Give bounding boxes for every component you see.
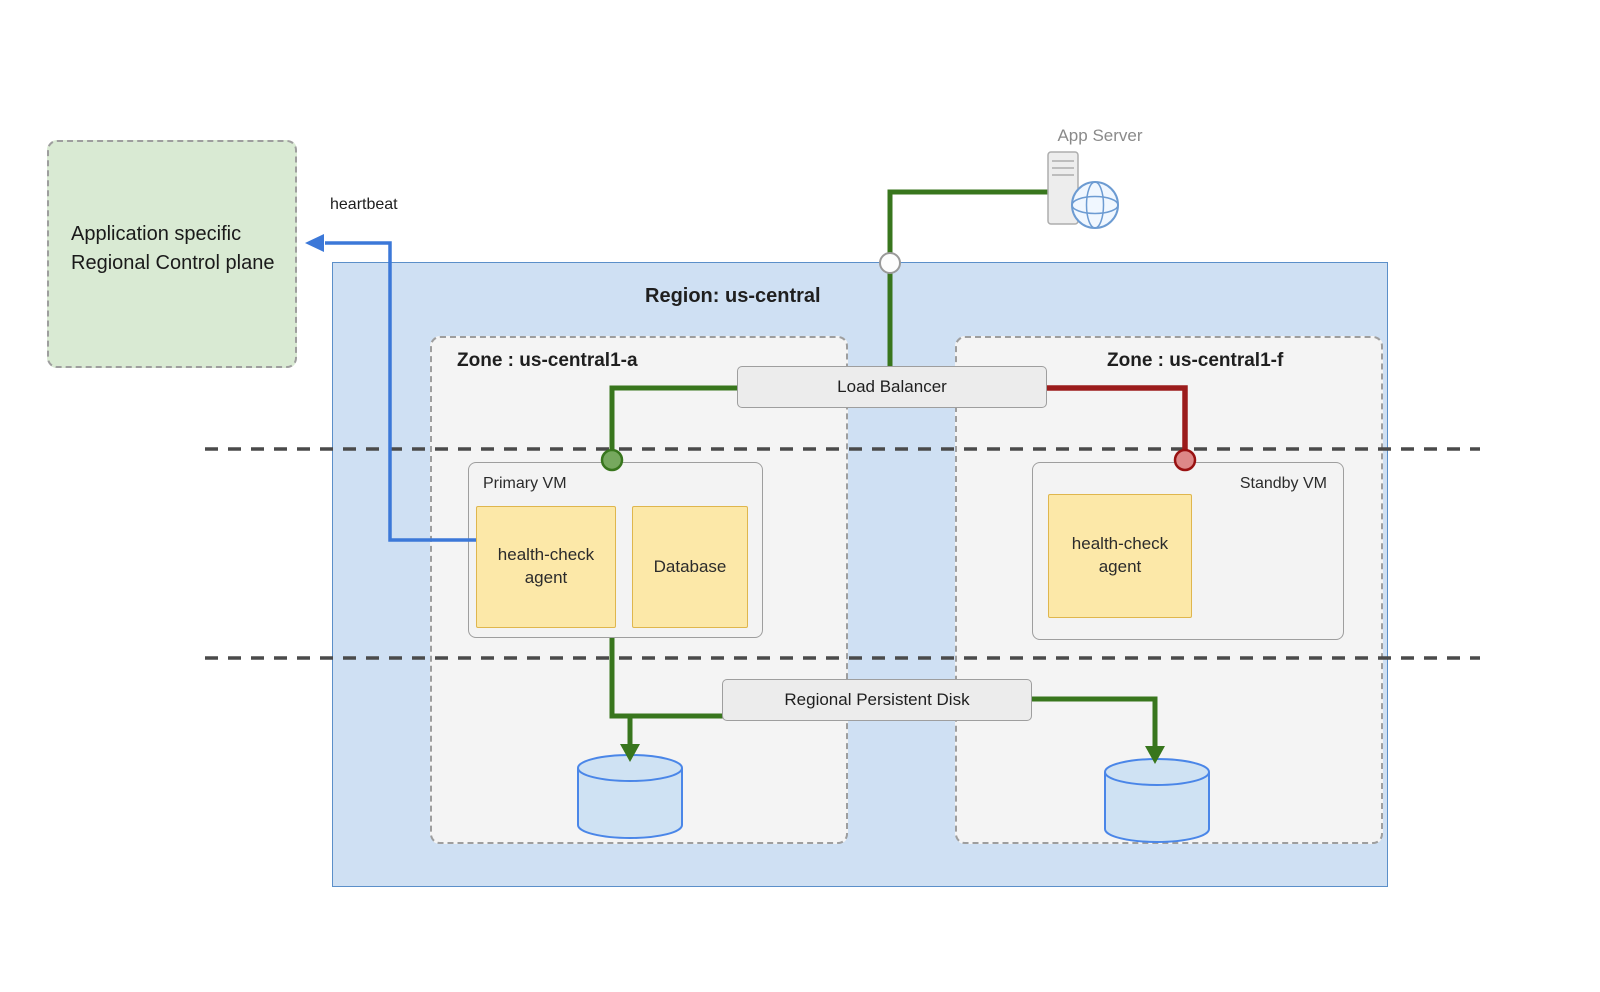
- globe-parallel: [1071, 195, 1119, 215]
- control-plane-label: Application specific Regional Control pl…: [71, 223, 275, 274]
- server-tower-shape: [1047, 151, 1079, 225]
- primary-database-box: Database: [632, 506, 748, 628]
- globe-meridian: [1085, 181, 1105, 229]
- control-plane-box: Application specific Regional Control pl…: [47, 140, 297, 368]
- standby-health-check-agent-box: health-check agent: [1048, 494, 1192, 618]
- primary-health-check-agent-box: health-check agent: [476, 506, 616, 628]
- primary-database-label: Database: [653, 556, 727, 576]
- app-server-label: App Server: [1057, 126, 1143, 145]
- primary-health-check-agent-label: health-check agent: [497, 545, 595, 587]
- load-balancer-box: Load Balancer: [737, 366, 1047, 408]
- load-balancer-label: Load Balancer: [837, 377, 947, 396]
- region-label: Region: us-central: [645, 285, 821, 307]
- zone-a-label: Zone : us-central1-a: [457, 350, 638, 371]
- app-server-icon: [1047, 151, 1119, 229]
- zone-f-label: Zone : us-central1-f: [1107, 350, 1284, 371]
- globe-shape: [1071, 181, 1119, 229]
- heartbeat-arrowhead: [305, 234, 324, 252]
- standby-health-check-agent-label: health-check agent: [1071, 534, 1169, 576]
- regional-persistent-disk-label: Regional Persistent Disk: [784, 690, 970, 709]
- standby-vm-label: Standby VM: [1239, 475, 1327, 492]
- regional-persistent-disk-box: Regional Persistent Disk: [722, 679, 1032, 721]
- heartbeat-label: heartbeat: [330, 196, 398, 213]
- primary-vm-label: Primary VM: [483, 475, 567, 492]
